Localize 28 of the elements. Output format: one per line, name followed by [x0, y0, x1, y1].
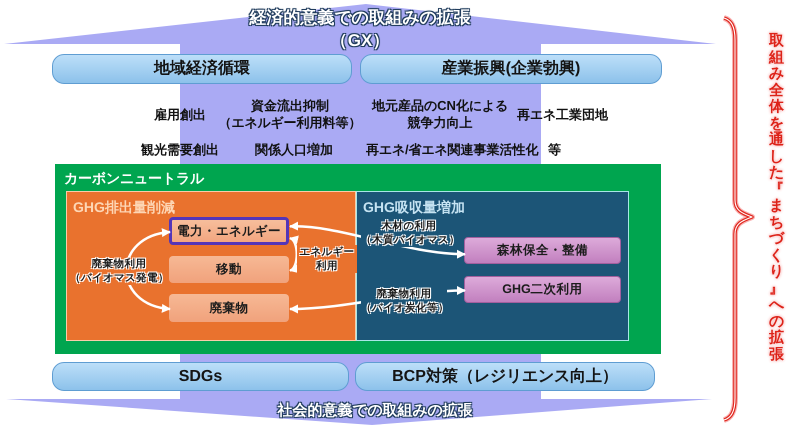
theme-banner: BCP対策（レジリエンス向上）: [355, 362, 655, 391]
effect-label: 観光需要創出: [141, 141, 219, 159]
theme-banner: 産業振興(企業勃興): [360, 54, 662, 84]
highlighted-box: 電力・エネルギー: [169, 217, 289, 245]
effect-label: 再エネ/省エネ関連事業活性化: [366, 141, 539, 159]
process-box: 森林保全・整備: [464, 237, 621, 264]
vertical-caption: 取組み全体を通した『まちづくり』への拡張: [769, 33, 784, 363]
panel-title: GHG吸収量増加: [363, 198, 465, 217]
effect-label: 資金流出抑制（エネルギー利用料等）: [218, 97, 362, 131]
effect-label: 雇用創出: [154, 106, 206, 124]
edge-label: 廃棄物利用（バイオ炭化等）: [361, 287, 447, 315]
inner-panel: [66, 191, 356, 341]
theme-banner: 地域経済循環: [52, 54, 352, 84]
theme-banner: SDGs: [52, 362, 349, 391]
panel-title: カーボンニュートラル: [64, 169, 204, 188]
process-box: GHG二次利用: [464, 276, 621, 303]
effect-label: 地元産品のCN化による競争力向上: [370, 97, 509, 131]
edge-label: エネルギー利用: [297, 245, 357, 273]
inner-panel: [356, 191, 629, 341]
effect-label: 再エネ工業団地: [517, 106, 608, 124]
process-box: 移動: [169, 256, 289, 283]
band-caption: 社会的意義での取組みの拡張: [276, 401, 474, 421]
double-arrow: [289, 237, 300, 272]
process-box: 廃棄物: [169, 294, 289, 322]
effect-label: 等: [548, 141, 561, 159]
outer-panel: [55, 164, 661, 354]
panel-title: GHG排出量削減: [73, 198, 175, 217]
effect-label: 関係人口増加: [255, 141, 333, 159]
